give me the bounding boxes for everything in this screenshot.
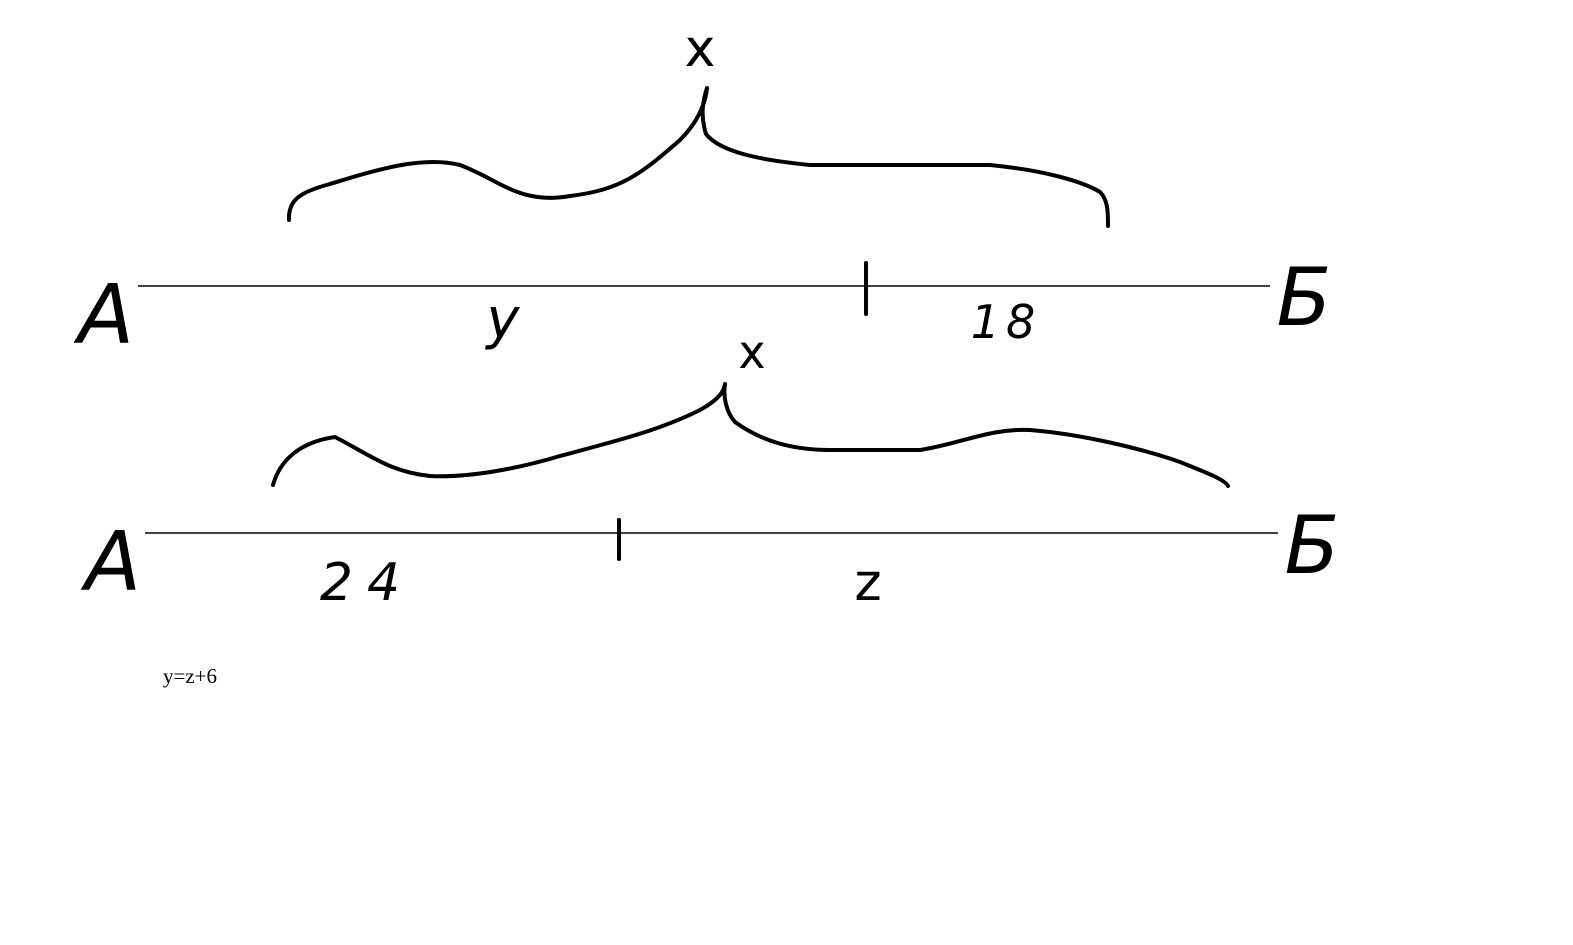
brace-2 (271, 382, 1230, 488)
point-end-1: Б (1277, 251, 1332, 344)
segment-label-18: 18 (971, 295, 1042, 349)
segment-label-24: 24 (320, 553, 414, 613)
diagram-2: x А Б 24 z (80, 325, 1340, 613)
segment-label-z: z (854, 553, 881, 613)
equation-text: y=z+6 (163, 664, 218, 688)
segment-label-y: y (484, 287, 520, 352)
brace-label-1: x (685, 19, 716, 79)
diagram-1: x А Б y 18 (73, 19, 1332, 363)
point-start-2: А (80, 515, 141, 610)
point-end-2: Б (1285, 499, 1340, 592)
brace-label-2: x (738, 325, 765, 379)
point-start-1: А (73, 268, 134, 363)
brace-1 (286, 86, 1110, 228)
